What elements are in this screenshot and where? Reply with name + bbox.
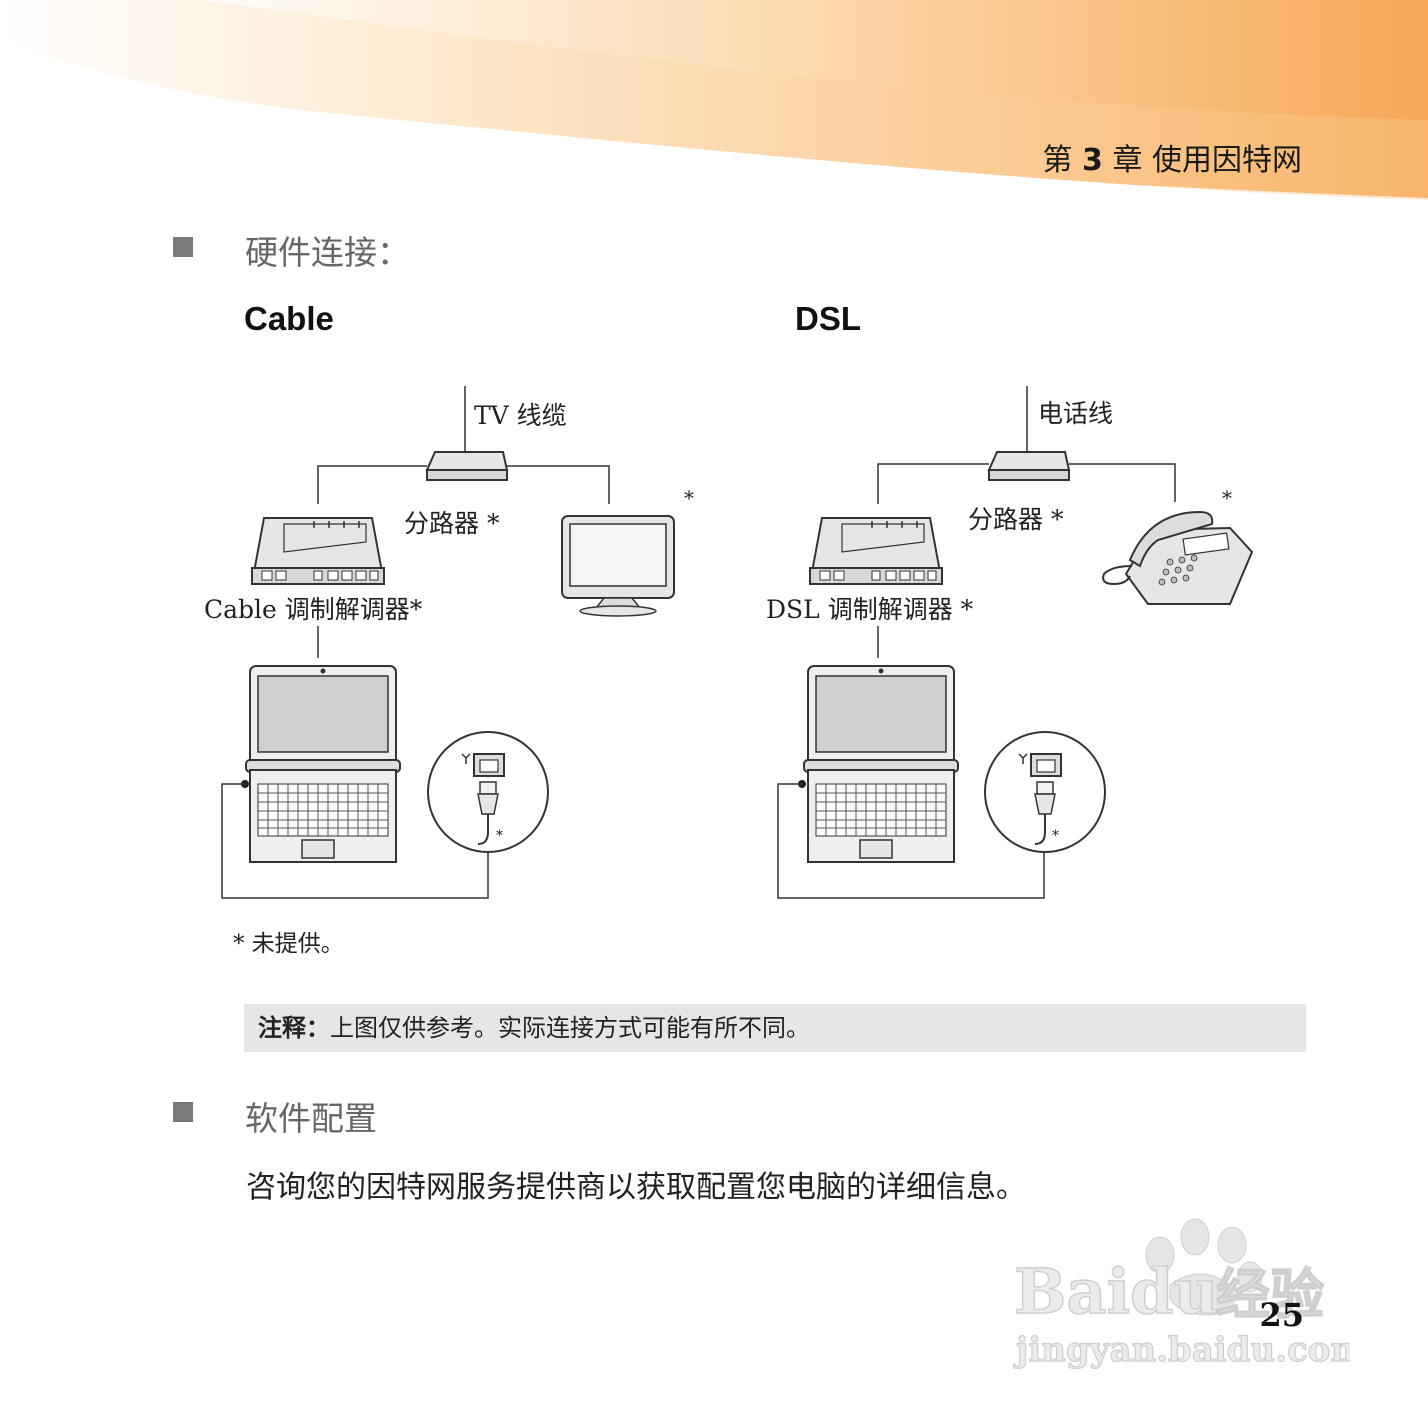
chapter-heading: 第 3 章 使用因特网: [1042, 135, 1302, 179]
chapter-prefix: 第: [1042, 143, 1073, 178]
cable-diagram: [221, 386, 675, 899]
cable-port-star: *: [496, 828, 503, 844]
dsl-diagram: [777, 386, 1254, 899]
chapter-title: 章 使用因特网: [1112, 143, 1302, 178]
cable-laptop-icon: [245, 665, 401, 863]
cable-title: Cable: [244, 300, 334, 337]
section-bullet: [173, 1102, 193, 1122]
section-bullet: [173, 237, 193, 257]
cable-splitter-icon: [426, 451, 508, 481]
section-title-software: 软件配置: [245, 1099, 377, 1138]
watermark-brand: Baidu: [1014, 1255, 1219, 1328]
watermark-brand-cn: 经验: [1216, 1262, 1324, 1326]
tv-cable-label: TV 线缆: [474, 401, 567, 430]
cable-modem-icon: [251, 517, 385, 585]
baidu-watermark: Baidu 经验 jingyan.baidu.com: [1012, 1218, 1350, 1371]
phone-line-label: 电话线: [1038, 399, 1114, 428]
software-body: 咨询您的因特网服务提供商以获取配置您电脑的详细信息。: [246, 1170, 1026, 1205]
phone-star: *: [1222, 486, 1232, 510]
note-box: 注释：上图仅供参考。实际连接方式可能有所不同。: [244, 1004, 1306, 1052]
page-number: 25: [1259, 1296, 1304, 1334]
cable-modem-label: Cable 调制解调器*: [204, 595, 423, 624]
cable-splitter-label: 分路器 *: [404, 509, 500, 538]
dsl-splitter-icon: [988, 451, 1070, 481]
dsl-title: DSL: [795, 300, 861, 337]
monitor-icon: [561, 515, 675, 617]
dsl-splitter-label: 分路器 *: [968, 505, 1064, 534]
telephone-icon: [1102, 510, 1254, 605]
section-title-hardware: 硬件连接：: [245, 233, 410, 272]
note-label: 注释：: [258, 1014, 330, 1042]
dsl-modem-icon: [809, 517, 943, 585]
dsl-lan-port-icon: [984, 731, 1106, 853]
header-banner: [0, 0, 1428, 202]
monitor-star: *: [684, 486, 694, 510]
chapter-number: 3: [1082, 143, 1103, 178]
dsl-laptop-icon: [803, 665, 959, 863]
dsl-port-star: *: [1052, 828, 1059, 844]
dsl-modem-label: DSL 调制解调器 *: [766, 595, 974, 624]
cable-lan-port-icon: [427, 731, 549, 853]
note-text: 上图仅供参考。实际连接方式可能有所不同。: [330, 1014, 810, 1042]
watermark-url: jingyan.baidu.com: [1013, 1330, 1350, 1370]
footnote: * 未提供。: [233, 931, 344, 957]
